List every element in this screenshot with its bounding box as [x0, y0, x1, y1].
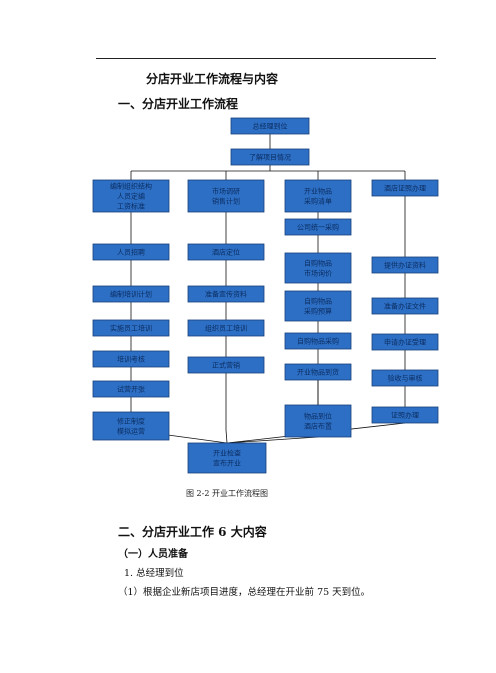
flow-box-col4-step2: 提供办证资料 — [371, 256, 439, 274]
flow-box-label: 酒店定位 — [212, 248, 240, 257]
flow-box-label: 公司统一采购 — [297, 223, 339, 232]
paragraph-gm-arrival: （1）根据企业新店项目进度，总经理在开业前 75 天到位。 — [118, 587, 371, 598]
flow-box-col3-step5: 自购物品采购 — [284, 332, 352, 350]
flow-box-col4-step3: 准备办证文件 — [371, 297, 439, 315]
flow-box-label: 开业物品到货 — [297, 368, 339, 377]
flow-box-label: 人员招聘 — [117, 248, 145, 257]
section-heading-workflow: 一、分店开业工作流程 — [118, 97, 239, 111]
flow-box-label: 组织员工培训 — [205, 324, 247, 333]
flow-box-col3-step6: 开业物品到货 — [284, 363, 352, 381]
subsection-heading-staffing: （一）人员准备 — [118, 549, 188, 560]
flow-box-label: 市场调研 — [212, 187, 240, 196]
flow-box-label: 开业检查 — [213, 449, 241, 458]
section-heading-contents: 二、分店开业工作 6 大内容 — [118, 525, 267, 539]
flow-box-label: 自购物品 — [304, 297, 332, 306]
flow-box-col2-step4: 组织员工培训 — [187, 319, 265, 337]
flow-box-label: 开业物品 — [304, 187, 332, 196]
flow-box-label: 试营开张 — [117, 385, 145, 394]
header-rule — [96, 58, 436, 59]
flow-box-project-review: 了解项目情况 — [230, 148, 310, 166]
list-item-general-manager: 1. 总经理到位 — [124, 568, 184, 579]
flow-box-label: 修正制度 — [117, 417, 145, 426]
flow-box-col3-step2: 公司统一采购 — [284, 218, 352, 236]
flow-box-label: 人员定编 — [117, 192, 145, 201]
flow-box-col1-step6: 试营开张 — [92, 380, 170, 398]
flow-box-col1-step4: 实施员工培训 — [92, 319, 170, 337]
flow-box-label: 证照办理 — [391, 411, 419, 420]
flow-box-label: 验收与审核 — [388, 374, 423, 383]
flow-box-label: 自购物品采购 — [297, 337, 339, 346]
flow-box-label: 编制组织结构 — [110, 182, 152, 191]
flow-box-col1-step2: 人员招聘 — [92, 243, 170, 261]
flow-box-label: 申请办证受理 — [384, 338, 426, 347]
flow-box-label: 实施员工培训 — [110, 324, 152, 333]
flow-box-col4-step6: 证照办理 — [371, 406, 439, 424]
flow-box-label: 培训考核 — [117, 355, 145, 364]
flow-box-label: 工资标准 — [117, 202, 145, 211]
flow-box-label: 编制培训计划 — [110, 290, 152, 299]
flow-box-label: 模拟运营 — [117, 427, 145, 436]
flow-box-col4-step5: 验收与审核 — [371, 369, 439, 387]
connector-line — [225, 429, 228, 444]
flow-box-label: 市场询价 — [304, 269, 332, 278]
flow-box-label: 提供办证资料 — [384, 261, 426, 270]
figure-caption: 图 2-2 开业工作流程图 — [186, 489, 268, 498]
flow-box-col4-step4: 申请办证受理 — [371, 333, 439, 351]
flow-box-label: 正式营销 — [212, 361, 240, 370]
flow-box-col4-step1: 酒店证照办理 — [371, 179, 439, 197]
connector-line — [226, 436, 319, 444]
flow-box-col2-step5: 正式营销 — [187, 356, 265, 374]
flow-box-label: 总经理到位 — [253, 122, 288, 131]
flow-box-label: 物品到位 — [304, 412, 332, 421]
document-title: 分店开业工作流程与内容 — [146, 72, 279, 86]
flow-box-label: 自购物品 — [304, 259, 332, 268]
flow-box-label: 宣布开业 — [213, 459, 241, 468]
flow-box-gm-arrival: 总经理到位 — [230, 117, 310, 135]
flow-box-label: 准备宣传资料 — [205, 290, 247, 299]
flow-box-label: 了解项目情况 — [249, 153, 291, 162]
flow-box-col2-step2: 酒店定位 — [187, 243, 265, 261]
flow-box-label: 销售计划 — [212, 197, 240, 206]
flow-box-label: 酒店布置 — [304, 422, 332, 431]
flow-box-col1-step5: 培训考核 — [92, 350, 170, 368]
flow-box-col1-step3: 编制培训计划 — [92, 285, 170, 303]
flow-box-label: 准备办证文件 — [384, 302, 426, 311]
flow-box-col2-step3: 准备宣传资料 — [187, 285, 265, 303]
flow-box-label: 采购清单 — [304, 197, 332, 206]
flow-box-label: 采购预算 — [304, 307, 332, 316]
flow-box-label: 酒店证照办理 — [384, 184, 426, 193]
